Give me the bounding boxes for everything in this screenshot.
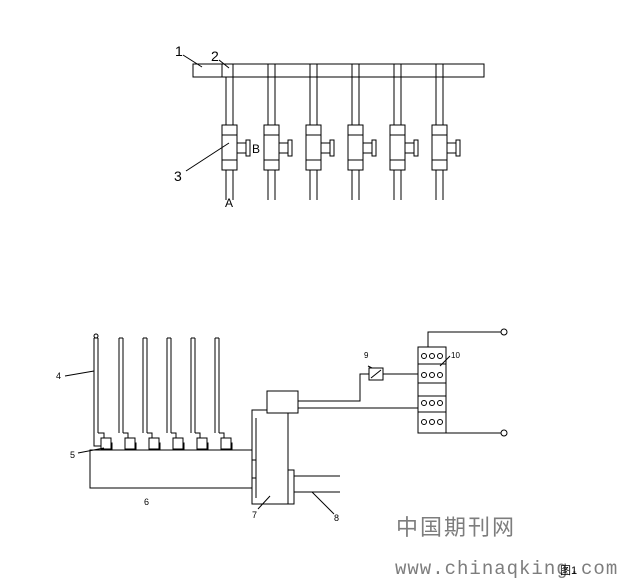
- label-9: 9: [364, 351, 369, 360]
- label-3: 3: [174, 168, 182, 184]
- signal-wire: [298, 373, 369, 402]
- branch-pipe: [263, 64, 293, 200]
- branch-pipe: [347, 64, 377, 200]
- watermark-chinese: 中国期刊网: [396, 516, 517, 541]
- tube-array: [93, 333, 220, 433]
- label-1: 1: [175, 43, 183, 59]
- leader-line-10: [439, 355, 451, 367]
- leader-line-5: [77, 447, 105, 454]
- bottom-diagram: 4 5 6 7 8 9 10: [56, 328, 508, 523]
- branch-pipe: [389, 64, 419, 200]
- terminal-icon: [500, 429, 508, 437]
- watermark-url: www.chinaqking.com: [395, 558, 619, 580]
- sensor-housing: [251, 409, 289, 505]
- header-pipe: [192, 63, 485, 78]
- branch-pipe: [305, 64, 335, 200]
- overlap-caption: 图1: [560, 565, 578, 577]
- label-4: 4: [56, 371, 61, 381]
- leader-line-8: [311, 491, 335, 515]
- tube-connectors: [93, 432, 233, 450]
- branch-pipe: [431, 64, 461, 200]
- manifold-block: [89, 449, 253, 489]
- label-8: 8: [334, 513, 339, 523]
- label-a: A: [225, 196, 233, 210]
- branch-pipe: [221, 64, 251, 200]
- terminal-icon: [500, 328, 508, 336]
- label-7: 7: [252, 510, 257, 520]
- label-5: 5: [70, 450, 75, 460]
- label-10: 10: [451, 351, 460, 360]
- label-6: 6: [144, 497, 149, 507]
- leader-line-4: [64, 370, 95, 377]
- leader-line-7: [257, 495, 271, 510]
- relay-module: [417, 346, 447, 434]
- label-2: 2: [211, 48, 219, 64]
- power-wire: [427, 331, 501, 347]
- label-b: B: [252, 142, 260, 156]
- leader-line-3: [185, 142, 230, 172]
- control-unit: [266, 390, 299, 414]
- leader-line-1: [182, 54, 203, 68]
- top-diagram: 1 2 3 A B: [174, 43, 485, 210]
- leader-line-2: [218, 59, 230, 69]
